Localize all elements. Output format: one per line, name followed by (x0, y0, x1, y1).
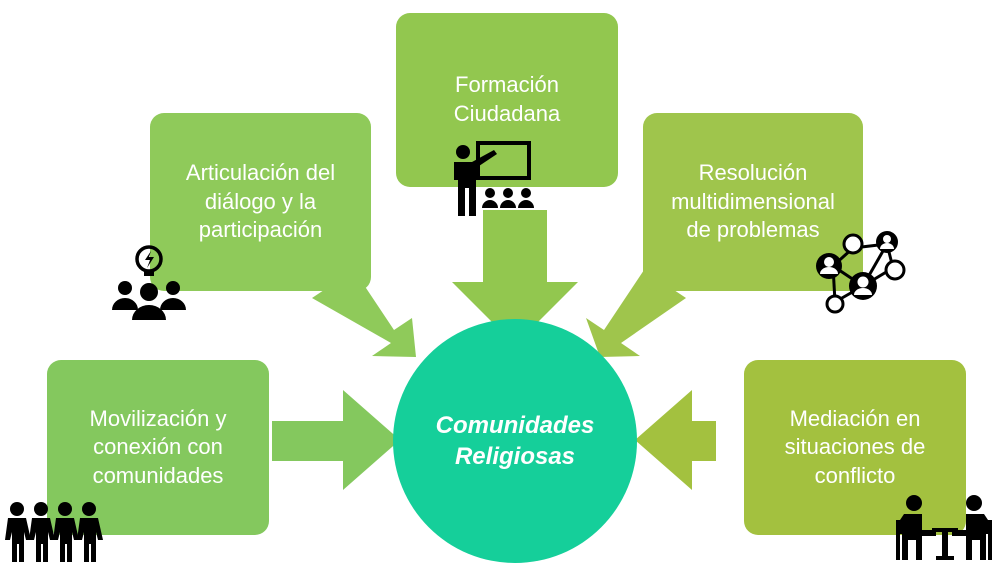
node-mediacion-conflicto: Mediación en situaciones de conflicto (744, 360, 966, 535)
node-resolucion-problemas: Resolución multidimensional de problemas (643, 113, 863, 291)
idea-group-icon (112, 245, 186, 320)
meeting-icon (896, 495, 992, 560)
node-articulacion-dialogo: Articulación del diálogo y la participac… (150, 113, 371, 291)
center-comunidades-religiosas: Comunidades Religiosas (393, 319, 637, 563)
community-icon (5, 502, 103, 562)
teacher-icon (454, 141, 534, 216)
node-formacion-ciudadana: Formación Ciudadana (396, 13, 618, 187)
network-icon (816, 231, 906, 314)
